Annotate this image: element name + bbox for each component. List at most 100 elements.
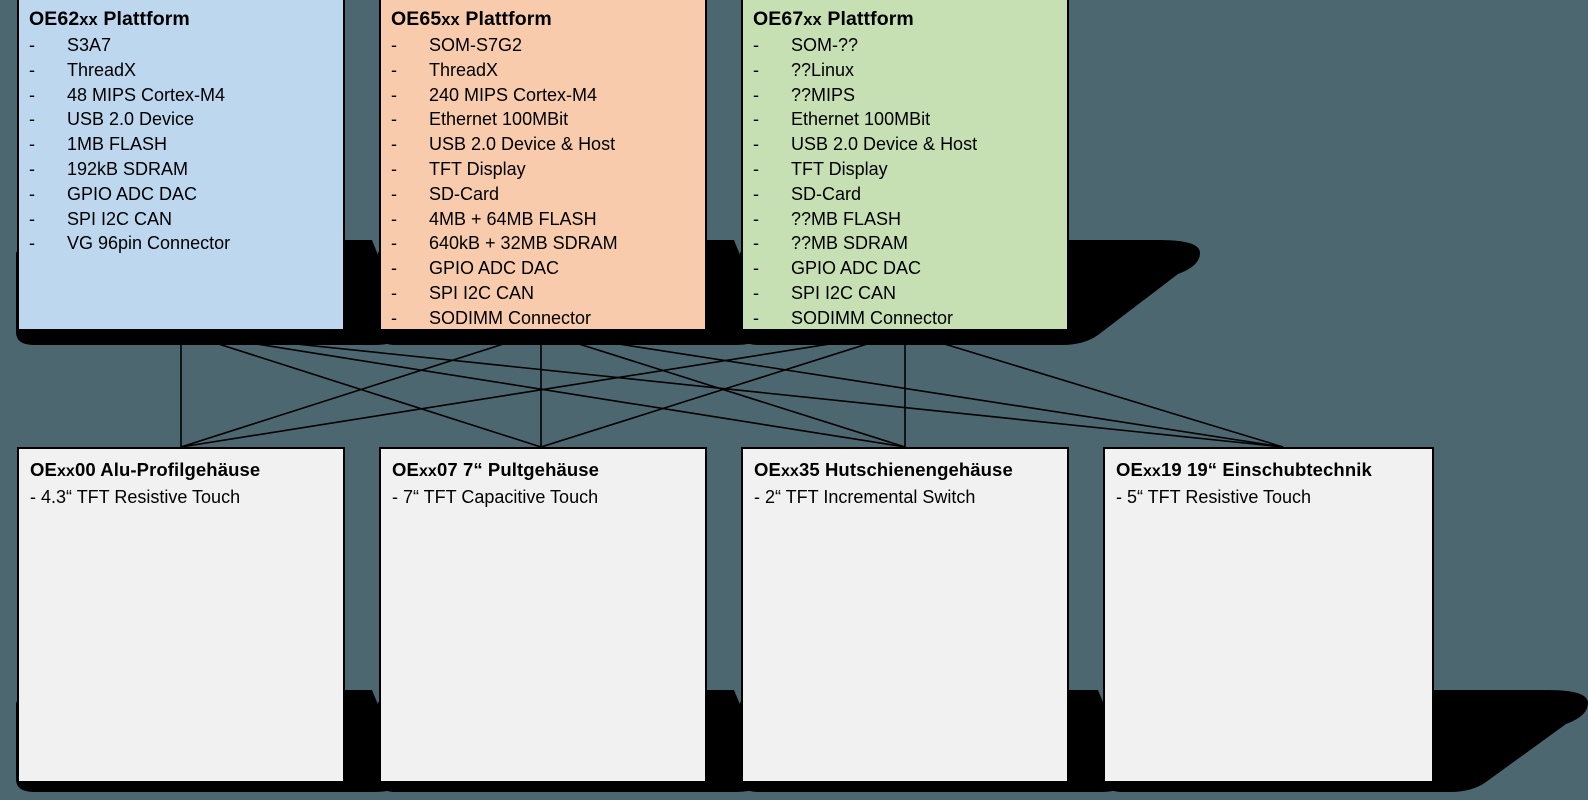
spec-bullet-dash: - [391,233,397,254]
enclosure-title-oexx07: OExx07 7“ Pultgehäuse [392,457,705,484]
spec-bullet-dash: - [753,134,759,155]
enclosure-title-suffix: xx [56,463,75,480]
enclosure-title-suffix: xx [418,463,437,480]
platform-title-tail: Plattform [821,8,914,30]
spec-item: - 640kB + 32MB SDRAM [391,231,705,256]
spec-bullet-dash: - [391,158,397,179]
spec-item: -ThreadX [29,58,343,83]
spec-bullet-dash: - [29,109,35,130]
enclosure-title-tail: 35 Hutschienengehäuse [798,459,1013,480]
spec-bullet-dash: - [391,258,397,279]
spec-item: - ThreadX [391,58,705,83]
enclosure-card-oexx07[interactable]: OExx07 7“ Pultgehäuse - 7“ TFT Capacitiv… [379,447,707,783]
spec-item-label: SPI I2C CAN [791,282,897,303]
spec-bullet-dash: - [753,59,759,80]
spec-item: -SD-Card [391,182,705,207]
spec-item: -192kB SDRAM [29,157,343,182]
spec-item: -GPIO ADC DAC [29,182,343,207]
spec-bullet-dash: - [29,84,35,105]
spec-bullet-dash: - [753,282,759,303]
spec-bullet-dash: - [753,109,759,130]
spec-bullet-dash: - [29,59,35,80]
spec-item: - SPI I2C CAN [29,207,343,232]
spec-item: -GPIO ADC DAC [753,256,1067,281]
enclosure-subtitle-oexx19: - 5“ TFT Resistive Touch [1116,487,1312,507]
enclosure-title-tail: 07 7“ Pultgehäuse [436,459,600,480]
spec-bullet-dash: - [391,134,397,155]
spec-item-label: ??MIPS [791,84,856,105]
spec-item-label: 1MB FLASH [67,134,168,155]
spec-item: - TFT Display [753,157,1067,182]
spec-item-label: 240 MIPS Cortex-M4 [429,84,598,105]
enclosure-title-suffix: xx [1142,463,1161,480]
spec-bullet-dash: - [753,307,759,328]
enclosure-card-oexx35[interactable]: OExx35 Hutschienengehäuse - 2“ TFT Incre… [741,447,1069,783]
spec-item-label: ??MB FLASH [791,208,902,229]
spec-item-label: 640kB + 32MB SDRAM [429,233,618,254]
spec-item-label: SOM-?? [791,35,859,55]
spec-item-label: USB 2.0 Device [67,109,195,130]
spec-item-label: ThreadX [429,59,499,80]
spec-item-label: 4MB + 64MB FLASH [429,208,597,229]
spec-item-label: GPIO ADC DAC [67,183,198,204]
spec-item-label: USB 2.0 Device & Host [791,134,978,155]
spec-item-label: 192kB SDRAM [67,158,189,179]
enclosure-subtitle-oexx07: - 7“ TFT Capacitive Touch [392,487,599,507]
spec-item: -SOM-S7G2 [391,33,705,58]
platform-spec-list-oe65xx: -SOM-S7G2-ThreadX-240 MIPS Cortex-M4-Eth… [391,33,705,329]
enclosure-title-prefix: OE [392,459,419,480]
spec-item: -SODIMM Connector [391,306,705,329]
spec-item-label: ??MB SDRAM [791,233,909,254]
spec-bullet-dash: - [29,35,35,55]
platform-title-oe65xx: OE65xx Plattform [391,7,705,33]
spec-item-label: GPIO ADC DAC [791,258,922,279]
enclosure-subtitle-oexx00: - 4.3“ TFT Resistive Touch [30,487,241,507]
spec-bullet-dash: - [391,183,397,204]
platform-card-oe67xx[interactable]: OE67xx Plattform -SOM-??-??Linux-??MIPS-… [741,0,1069,331]
spec-item-label: USB 2.0 Device & Host [429,134,616,155]
platform-title-prefix: OE67 [753,8,804,30]
spec-item: - SD-Card [753,182,1067,207]
platform-title-tail: Plattform [97,8,190,30]
enclosure-title-prefix: OE [754,459,781,480]
spec-item-label: ??Linux [791,59,855,80]
enclosure-card-oexx00[interactable]: OExx00 Alu-Profilgehäuse - 4.3“ TFT Resi… [17,447,345,783]
enclosure-card-oexx19[interactable]: OExx19 19“ Einschubtechnik - 5“ TFT Resi… [1103,447,1434,783]
spec-item: - SOM-?? [753,33,1067,58]
spec-bullet-dash: - [391,59,397,80]
enclosure-title-prefix: OE [30,459,57,480]
spec-item-label: GPIO ADC DAC [429,258,560,279]
spec-item-label: SPI I2C CAN [67,208,173,229]
enclosure-title-oexx19: OExx19 19“ Einschubtechnik [1116,457,1432,484]
platform-card-oe65xx[interactable]: OE65xx Plattform -SOM-S7G2-ThreadX-240 M… [379,0,707,331]
spec-item: - ??Linux [753,58,1067,83]
spec-item: -Ethernet 100MBit [753,107,1067,132]
spec-item-label: SD-Card [791,183,862,204]
platform-title-tail: Plattform [459,8,552,30]
spec-bullet-dash: - [391,84,397,105]
spec-item-label: 48 MIPS Cortex-M4 [67,84,226,105]
spec-item: - 48 MIPS Cortex-M4 [29,83,343,108]
spec-item: - USB 2.0 Device [29,107,343,132]
spec-bullet-dash: - [753,84,759,105]
spec-bullet-dash: - [391,208,397,229]
spec-item: -Ethernet 100MBit [391,107,705,132]
spec-bullet-dash: - [753,35,759,55]
spec-bullet-dash: - [29,233,35,254]
platform-title-oe62xx: OE62xx Plattform [29,7,343,33]
enclosure-title-prefix: OE [1116,459,1143,480]
spec-bullet-dash: - [391,282,397,303]
platform-card-oe62xx[interactable]: OE62xx Plattform -S3A7-ThreadX-48 MIPS C… [17,0,345,331]
spec-item-label: TFT Display [791,158,888,179]
spec-item: - VG 96pin Connector [29,231,343,256]
spec-bullet-dash: - [753,158,759,179]
spec-item-label: SPI I2C CAN [429,282,535,303]
spec-item-label: VG 96pin Connector [67,233,231,254]
spec-bullet-dash: - [29,134,35,155]
spec-bullet-dash: - [29,208,35,229]
platform-title-suffix: xx [441,11,460,29]
spec-bullet-dash: - [753,183,759,204]
platform-title-suffix: xx [803,11,822,29]
spec-item-label: Ethernet 100MBit [429,109,569,130]
